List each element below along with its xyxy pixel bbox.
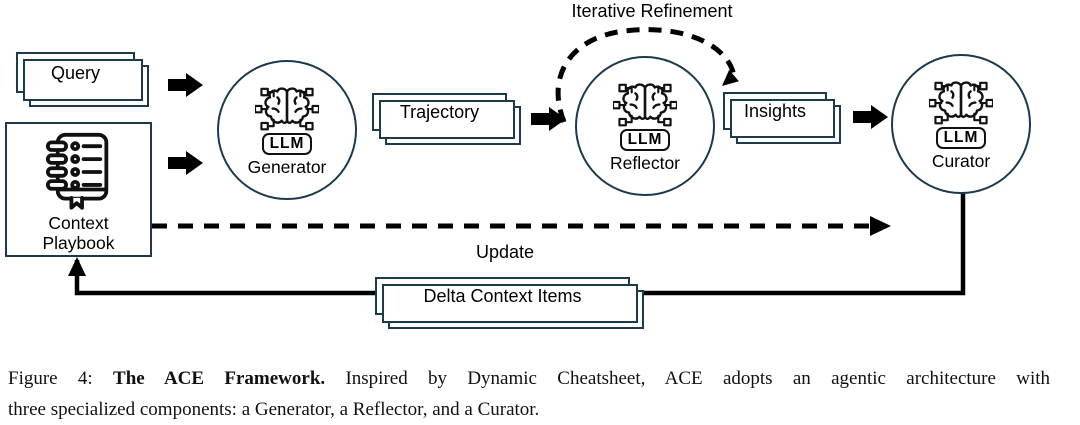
delta-context-items-card-stack: Delta Context Items bbox=[375, 277, 630, 315]
ace-framework-diagram: Iterative Refinement Query Context Playb… bbox=[0, 0, 1080, 348]
llm-badge: LLM bbox=[935, 127, 987, 150]
refinement-loop-dashed-arc bbox=[555, 27, 737, 123]
feedback-arrowhead bbox=[68, 257, 86, 276]
brain-circuit-icon bbox=[255, 83, 319, 132]
arrow-query-to-generator bbox=[168, 73, 203, 97]
caption-body-line2: three specialized components: a Generato… bbox=[8, 399, 540, 420]
generator-node: LLM Generator bbox=[217, 60, 357, 200]
reflector-label: Reflector bbox=[609, 153, 681, 174]
llm-badge: LLM bbox=[619, 129, 671, 152]
reflector-node: LLM Reflector bbox=[575, 56, 715, 196]
generator-label: Generator bbox=[247, 157, 327, 178]
query-card-stack: Query bbox=[16, 52, 135, 93]
figure-caption: Figure 4: The ACE Framework. Inspired by… bbox=[8, 363, 1050, 425]
update-label: Update bbox=[475, 242, 535, 262]
notebook-icon bbox=[41, 131, 117, 210]
caption-figure-label: Figure 4: bbox=[8, 368, 93, 389]
caption-body-line1: Inspired by Dynamic Cheatsheet, ACE adop… bbox=[345, 368, 1051, 389]
brain-circuit-icon bbox=[929, 77, 993, 126]
update-arrowhead bbox=[870, 216, 891, 236]
context-playbook-label: Context Playbook bbox=[42, 213, 115, 254]
llm-badge: LLM bbox=[261, 133, 313, 156]
trajectory-label: Trajectory bbox=[399, 102, 480, 122]
arrow-playbook-to-generator bbox=[168, 151, 203, 175]
query-label: Query bbox=[50, 62, 101, 83]
delta-context-items-label: Delta Context Items bbox=[423, 286, 582, 306]
arrow-trajectory-to-reflector bbox=[531, 107, 566, 131]
refinement-loop-arrowhead bbox=[722, 69, 739, 86]
iterative-refinement-label: Iterative Refinement bbox=[571, 1, 733, 21]
arrow-insights-to-curator bbox=[853, 105, 888, 129]
brain-circuit-icon bbox=[613, 79, 677, 128]
curator-label: Curator bbox=[931, 151, 991, 172]
insights-label: Insights bbox=[743, 101, 807, 121]
trajectory-card-stack: Trajectory bbox=[372, 93, 507, 131]
curator-node: LLM Curator bbox=[891, 54, 1031, 194]
context-playbook-box: Context Playbook bbox=[5, 122, 152, 257]
insights-card-stack: Insights bbox=[723, 92, 827, 130]
caption-title: The ACE Framework. bbox=[113, 368, 326, 389]
